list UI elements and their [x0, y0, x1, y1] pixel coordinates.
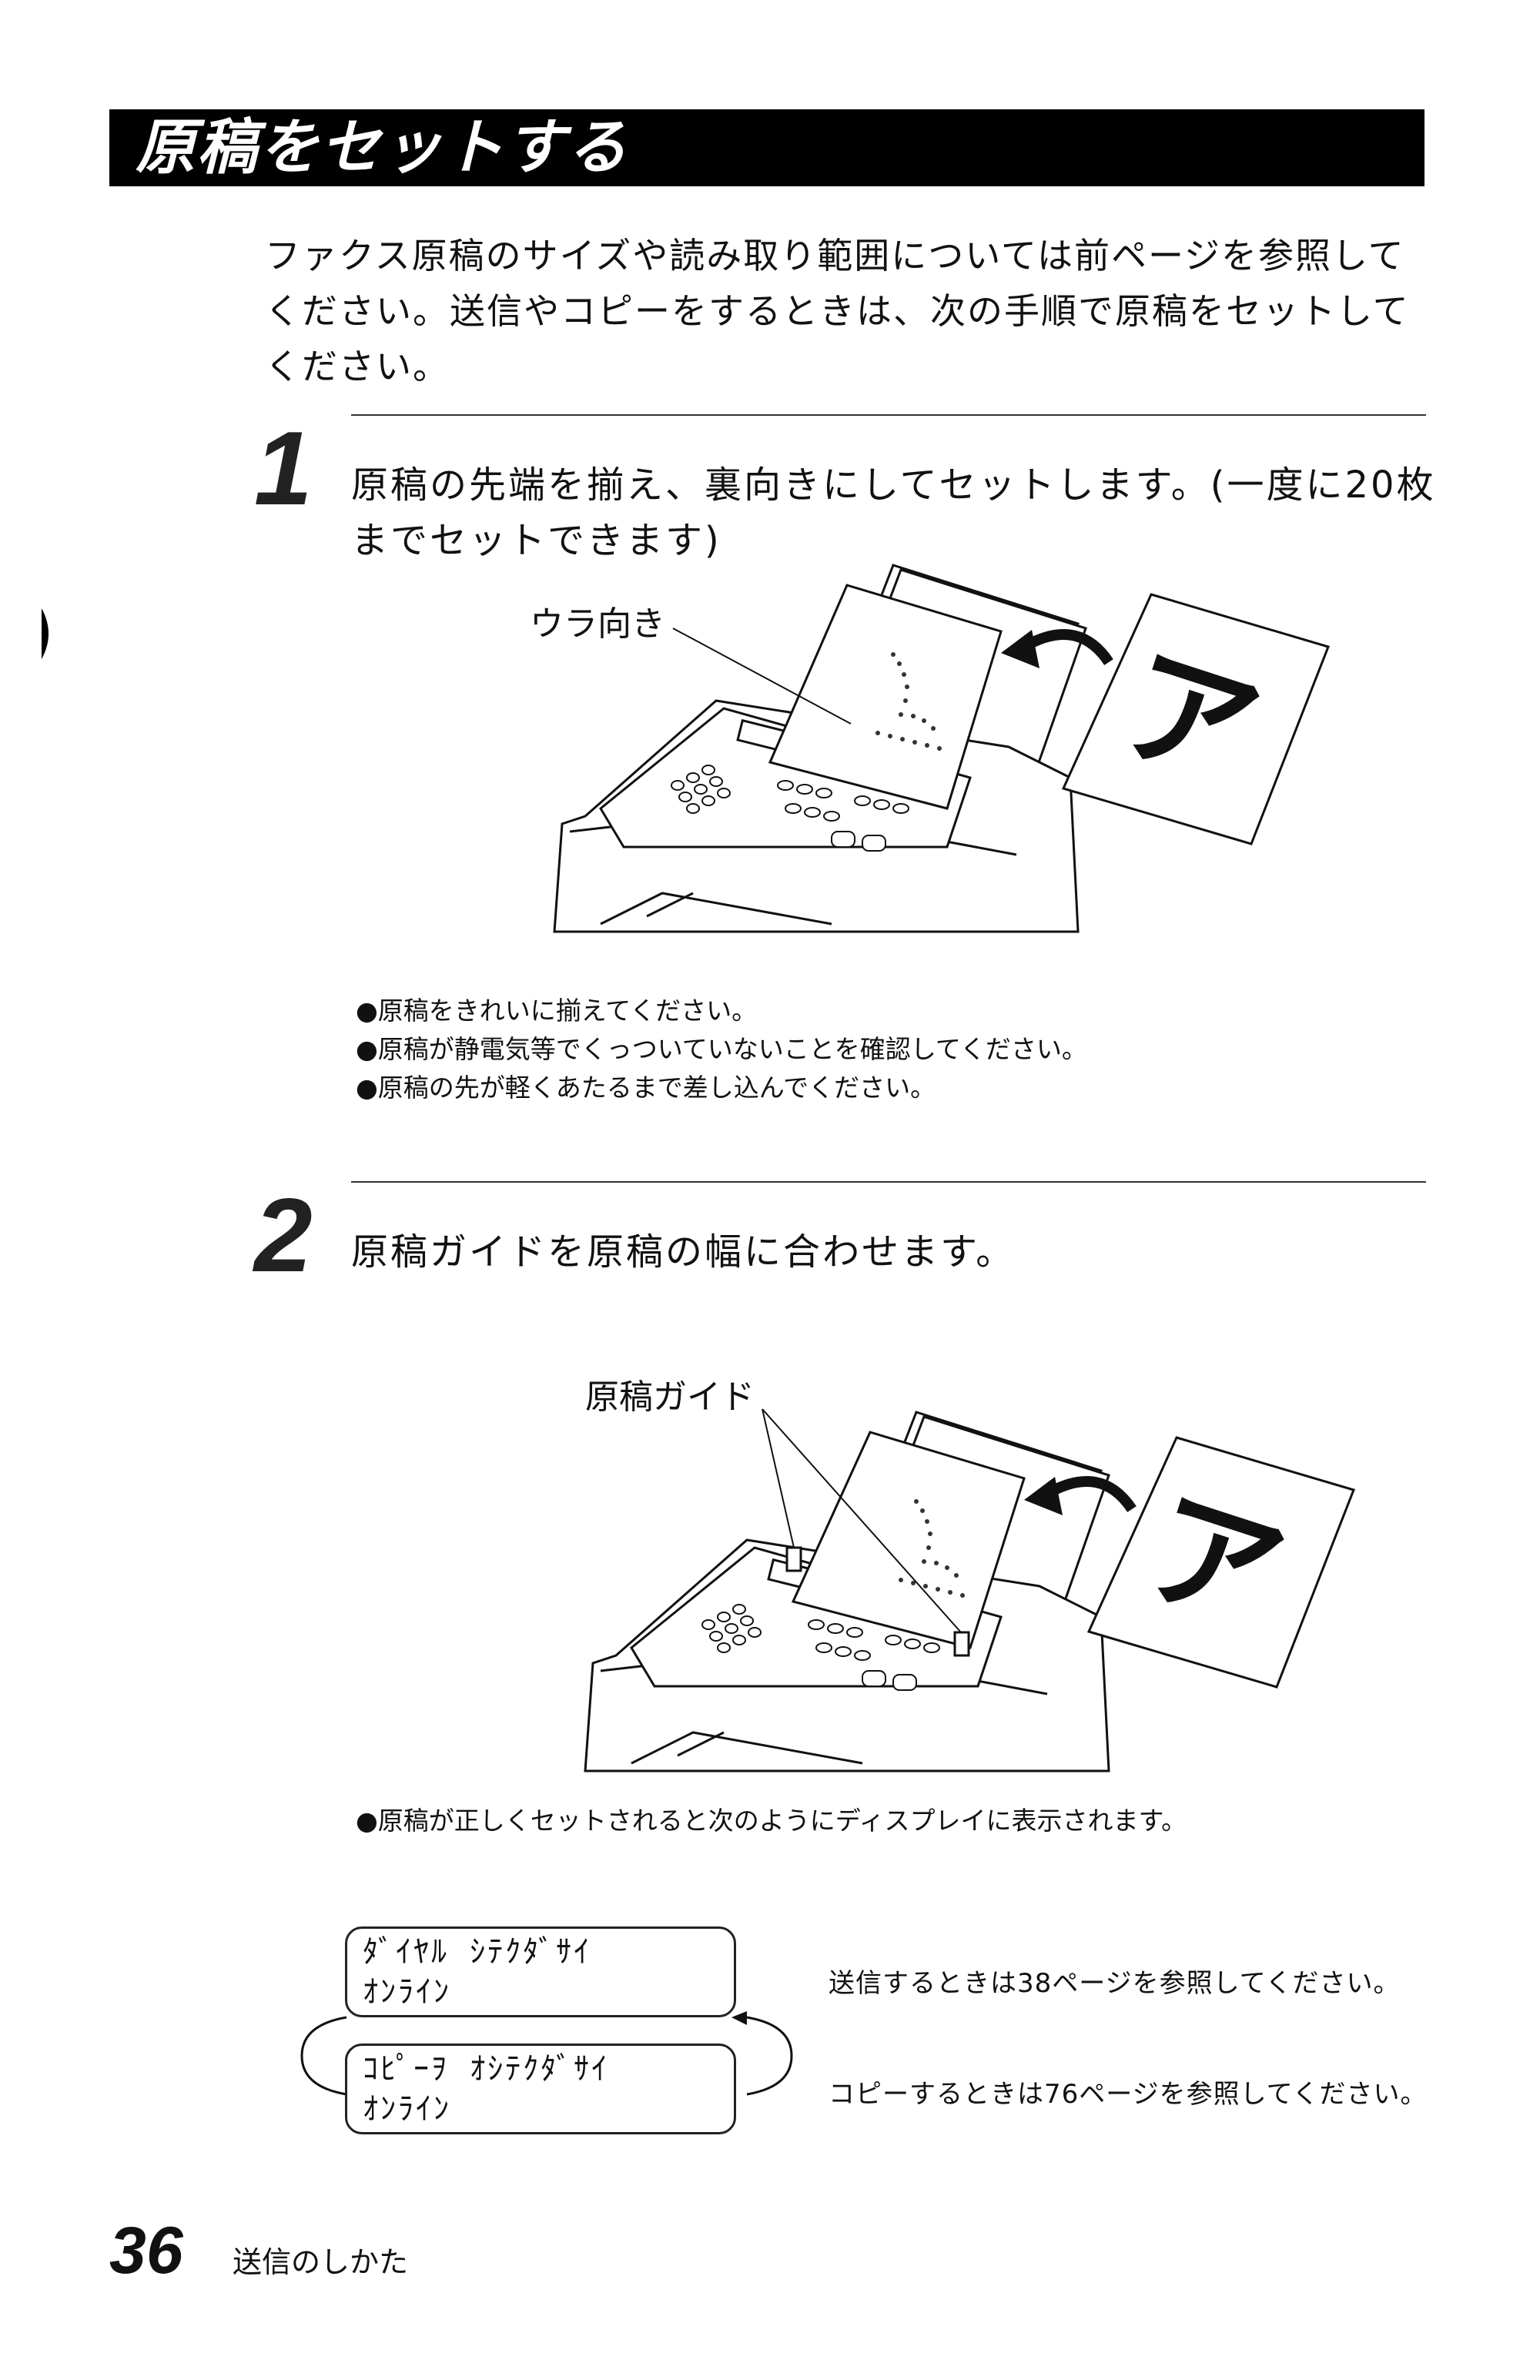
document-guide-callout: 原稿ガイド [585, 1377, 755, 1417]
lcd-screen-dial: ﾀﾞｲﾔﾙ ｼﾃｸﾀﾞｻｲ ｵﾝﾗｲﾝ [345, 1926, 736, 2017]
step1-instruction: 原稿の先端を揃え、裏向きにしてセットします。(一度に20枚までセットできます) [351, 464, 1436, 562]
copy-reference-note: コピーするときは76ページを参照してください。 [829, 2079, 1428, 2110]
section-name: 送信のしかた [233, 2245, 409, 2279]
step1-note-1: ●原稿をきれいに揃えてください。 [356, 996, 758, 1026]
step2-note-1: ●原稿が正しくセットされると次のようにディスプレイに表示されます。 [356, 1806, 1187, 1836]
lcd-screen-copy-line1: ｺﾋﾟｰｦ ｵｼﾃｸﾀﾞｻｲ [363, 2051, 610, 2087]
fax-illustration-step1 [553, 564, 1113, 933]
face-down-callout: ウラ向き [530, 604, 665, 644]
title-bar: 原稿をセットする [109, 109, 1424, 186]
step1-number: 1 [254, 410, 313, 527]
step1-note-3: ●原稿の先が軽くあたるまで差し込んでください。 [356, 1073, 936, 1103]
lcd-screen-copy-line2: ｵﾝﾗｲﾝ [363, 2091, 451, 2127]
intro-paragraph: ファクス原稿のサイズや読み取り範囲については前ページを参照してください。送信やコ… [265, 235, 1410, 387]
step1-note-2: ●原稿が静電気等でくっついていないことを確認してください。 [356, 1034, 1087, 1064]
send-reference-note: 送信するときは38ページを参照してください。 [829, 1968, 1401, 1999]
lcd-screen-copy: ｺﾋﾟｰｦ ｵｼﾃｸﾀﾞｻｲ ｵﾝﾗｲﾝ [345, 2044, 736, 2134]
paper-illustration-step1 [1061, 593, 1330, 845]
page-title: 原稿をセットする [136, 113, 629, 182]
step2-divider [351, 1181, 1426, 1183]
step2-notes: ●原稿が正しくセットされると次のようにディスプレイに表示されます。 [356, 1802, 1187, 1840]
lcd-screen-dial-line1: ﾀﾞｲﾔﾙ ｼﾃｸﾀﾞｻｲ [363, 1934, 592, 1970]
page-number: 36 [109, 2214, 183, 2288]
margin-tab-mark [42, 608, 49, 659]
step1-notes: ●原稿をきれいに揃えてください。 ●原稿が静電気等でくっついていないことを確認し… [356, 992, 1087, 1107]
step1-divider [351, 414, 1426, 416]
step2-instruction: 原稿ガイドを原稿の幅に合わせます。 [351, 1230, 1016, 1274]
lcd-screen-dial-line2: ｵﾝﾗｲﾝ [363, 1974, 451, 2010]
step2-number: 2 [254, 1177, 313, 1294]
paper-illustration-step2 [1086, 1436, 1355, 1689]
fax-illustration-step2 [584, 1408, 1137, 1772]
